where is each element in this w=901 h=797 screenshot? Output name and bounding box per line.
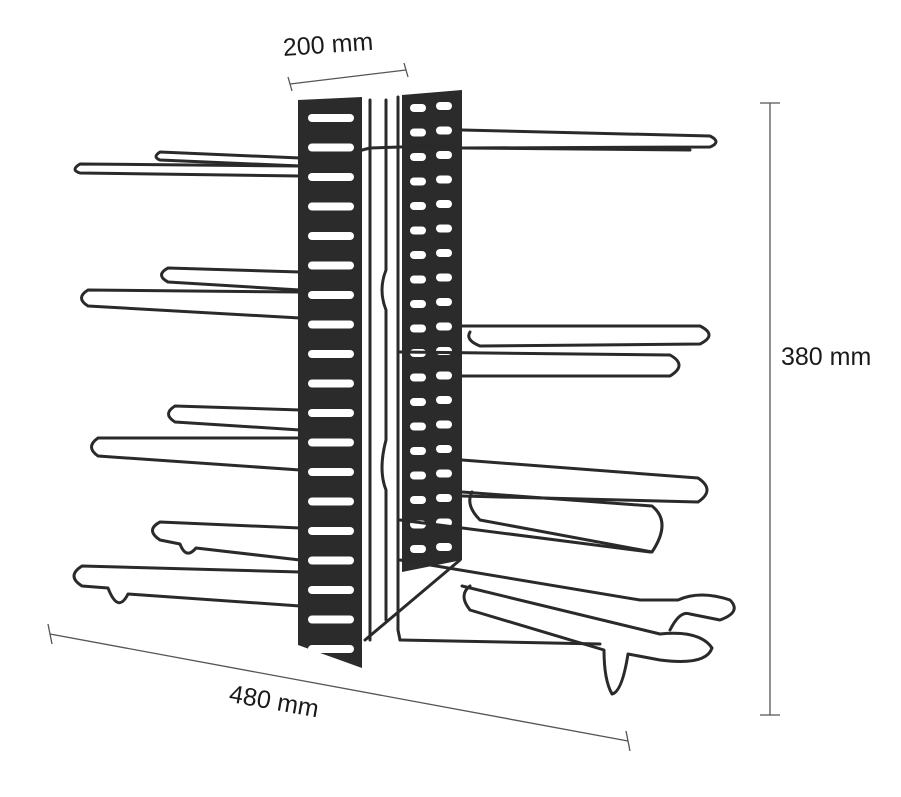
height-dimension-line [760,102,780,716]
back-panel-slot [410,324,426,333]
front-panel-slot [308,143,354,152]
back-panel-slot [436,298,452,306]
back-panel-slot [410,251,426,259]
front-panel-slot [308,497,354,506]
back-panel-slot [410,128,426,137]
back-panel-slot [436,200,452,208]
back-panel-slot [410,275,426,284]
front-panel-slot [308,291,354,299]
back-panel-slot [410,300,426,308]
front-panel-slot [308,586,354,594]
back-panel-slot [410,104,426,112]
dimension-lines [47,62,780,752]
back-panel-slot [410,422,426,431]
height-dimension-label: 380 mm [781,343,872,371]
front-panel-slot [308,556,354,565]
back-panel-slot [410,202,426,210]
front-panel-slot [308,202,354,211]
back-panel-slot [436,175,452,184]
back-panel-slot [410,545,426,553]
back-panel-slot [436,151,452,159]
back-panel-slot [436,420,452,429]
back-panel-slot [436,322,452,331]
front-panel-slot [308,350,354,358]
back-panel-slot [436,543,452,551]
front-panel-slot [308,173,354,181]
back-panel-slot [410,447,426,455]
back-panel-slot [410,177,426,186]
back-panel-slot [410,398,426,406]
back-panel-slot [436,249,452,257]
front-panel-slot [308,615,354,624]
back-panel-slot [436,224,452,233]
front-panel-slot [308,438,354,447]
back-panel-slot [436,494,452,502]
front-panel-slot [308,261,354,270]
back-panel-slot [436,445,452,453]
front-panel-slot [308,114,354,122]
back-panel-slot [436,469,452,478]
back-panel-slot [410,373,426,382]
length-dimension-line [47,623,631,752]
back-panel-slot [410,496,426,504]
back-panel-slot [436,102,452,110]
rack-frame-wires [363,95,462,642]
back-panel-slot [436,126,452,135]
right-shelf-hooks [398,128,736,696]
front-panel-slot [308,232,354,240]
rack-back-panel [402,90,462,572]
front-panel-slot [308,379,354,388]
front-panel-slot [308,320,354,329]
back-panel-slot [410,153,426,161]
back-panel-slot [436,396,452,404]
back-panel-slot [436,371,452,380]
front-panel-slot [308,468,354,476]
back-panel-slot [410,226,426,235]
back-panel-slot [436,273,452,282]
front-panel-slot [308,409,354,417]
rack-front-panel [298,97,362,668]
back-panel-slot [410,471,426,480]
width-dimension-line [287,62,409,92]
front-panel-slot [308,645,354,653]
front-panel-slot [308,527,354,535]
